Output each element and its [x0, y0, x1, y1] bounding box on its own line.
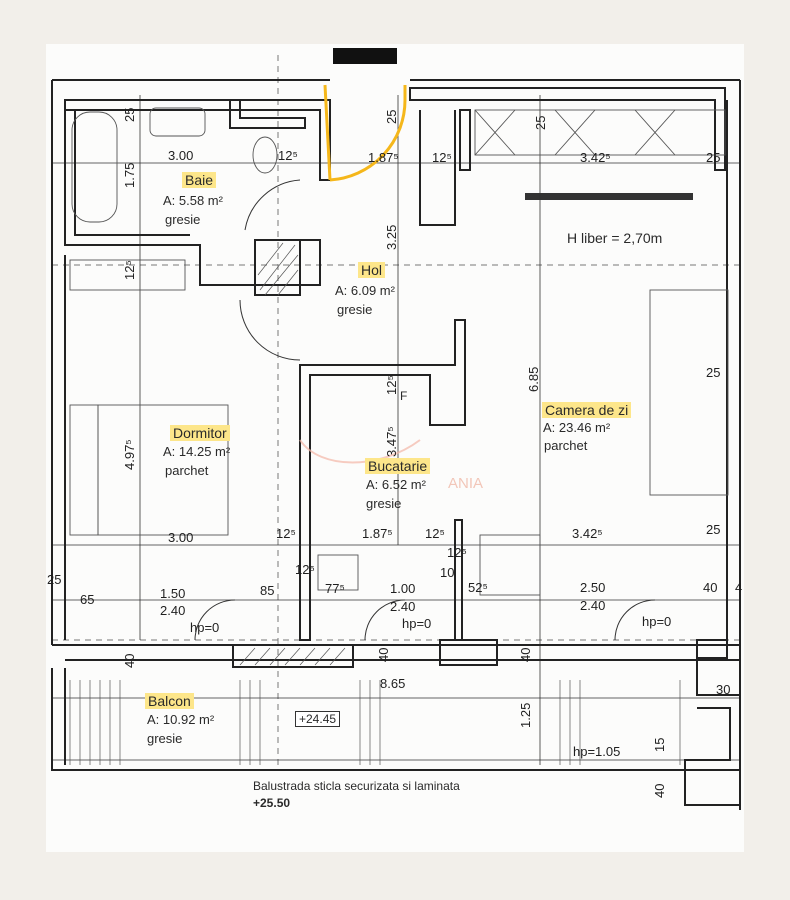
dim-label: 25 [706, 522, 721, 537]
dim-label: 30 [716, 682, 731, 697]
dim-label: 25 [706, 150, 721, 165]
dim-label: 3.00 [168, 530, 194, 545]
dim-label: 12⁵ [432, 150, 452, 165]
redaction-bar-2 [525, 193, 693, 200]
dim-label: 85 [260, 583, 275, 598]
dim-label: 40 [518, 647, 533, 662]
balcony-level: +24.45 [295, 710, 341, 727]
dim-label: 25 [706, 365, 721, 380]
room-area-balcon: A: 10.92 m² [147, 712, 215, 727]
grid-lines [52, 55, 740, 765]
dim-label: 1.50 [160, 586, 186, 601]
dim-label: 3.47⁵ [384, 426, 399, 457]
room-finish-bucatarie: gresie [366, 496, 402, 511]
room-area-baie: A: 5.58 m² [163, 193, 223, 208]
room-finish-camera: parchet [544, 438, 588, 453]
door-swings [194, 179, 656, 641]
dim-label: 1.87⁵ [368, 150, 399, 165]
dim-label: 25 [533, 115, 548, 130]
dim-label: 12⁵ [384, 375, 399, 395]
dim-label: 3.42⁵ [572, 526, 603, 541]
dim-label: 4 [735, 580, 743, 595]
dim-label: 12⁵ [425, 526, 445, 541]
dim-label: 2.40 [580, 598, 606, 613]
dim-label: 3.42⁵ [580, 150, 611, 165]
plan-sheet [46, 44, 744, 852]
redaction-bar [333, 48, 397, 64]
dim-label: hp=0 [190, 620, 220, 635]
room-finish-baie: gresie [165, 212, 201, 227]
room-finish-balcon: gresie [147, 731, 183, 746]
dim-label: hp=0 [402, 616, 432, 631]
room-area-dormitor: A: 14.25 m² [163, 444, 231, 459]
dim-label: 77⁵ [325, 581, 345, 596]
watermark-swoosh [299, 439, 421, 464]
dim-label: 2.40 [160, 603, 186, 618]
dim-label: 65 [80, 592, 95, 607]
dim-label: 52⁵ [468, 580, 488, 595]
dim-label: 12⁵ [122, 260, 137, 280]
dim-label: 4.97⁵ [122, 439, 137, 470]
dim-label: 25 [122, 107, 137, 122]
dim-label: 2.50 [580, 580, 606, 595]
dim-label: 1.25 [518, 702, 533, 728]
dim-label: 12⁵ [295, 562, 315, 577]
dim-label: 1.00 [390, 581, 416, 596]
walls [51, 79, 741, 810]
dim-label: 40 [703, 580, 718, 595]
room-name-bucatarie: Bucatarie [365, 458, 431, 474]
entry-door [323, 84, 407, 182]
room-name-camera: Camera de zi [542, 402, 632, 418]
dim-label: 25 [384, 109, 399, 124]
room-name-dormitor: Dormitor [170, 425, 230, 441]
dim-label: 12⁵ [278, 148, 298, 163]
dim-label: 25 [47, 572, 62, 587]
dim-label: 40 [652, 783, 667, 798]
ceiling-height-note: H liber = 2,70m [567, 230, 663, 246]
watermark-text: ANIA [448, 475, 484, 492]
fridge-label: F [400, 389, 408, 403]
dim-label: 8.65 [380, 676, 406, 691]
dim-label: 40 [122, 653, 137, 668]
dim-label: 1.75 [122, 162, 137, 188]
railing-level: +25.50 [253, 796, 291, 810]
dim-label: 40 [376, 647, 391, 662]
dim-label: hp=1.05 [573, 744, 621, 759]
dim-label: 3.25 [384, 224, 399, 250]
room-name-baie: Baie [182, 172, 217, 188]
room-finish-hol: gresie [337, 302, 373, 317]
dim-label: 1.87⁵ [362, 526, 393, 541]
room-area-hol: A: 6.09 m² [335, 283, 395, 298]
dimension-lines [52, 95, 740, 765]
room-area-camera: A: 23.46 m² [543, 420, 611, 435]
fixtures [69, 107, 729, 596]
dim-label: 15 [652, 737, 667, 752]
room-name-balcon: Balcon [145, 693, 194, 709]
dim-label: 12⁵ [276, 526, 296, 541]
dim-label: 10 [440, 565, 455, 580]
dim-label: hp=0 [642, 614, 672, 629]
railing-note: Balustrada sticla securizata si laminata [253, 779, 460, 793]
dim-label: 12⁵ [447, 545, 467, 560]
room-finish-dormitor: parchet [165, 463, 209, 478]
room-name-hol: Hol [358, 262, 386, 278]
dim-label: 3.00 [168, 148, 194, 163]
room-area-bucatarie: A: 6.52 m² [366, 477, 426, 492]
dim-label: 2.40 [390, 599, 416, 614]
hatching [69, 242, 681, 765]
dim-label: 6.85 [526, 366, 541, 392]
